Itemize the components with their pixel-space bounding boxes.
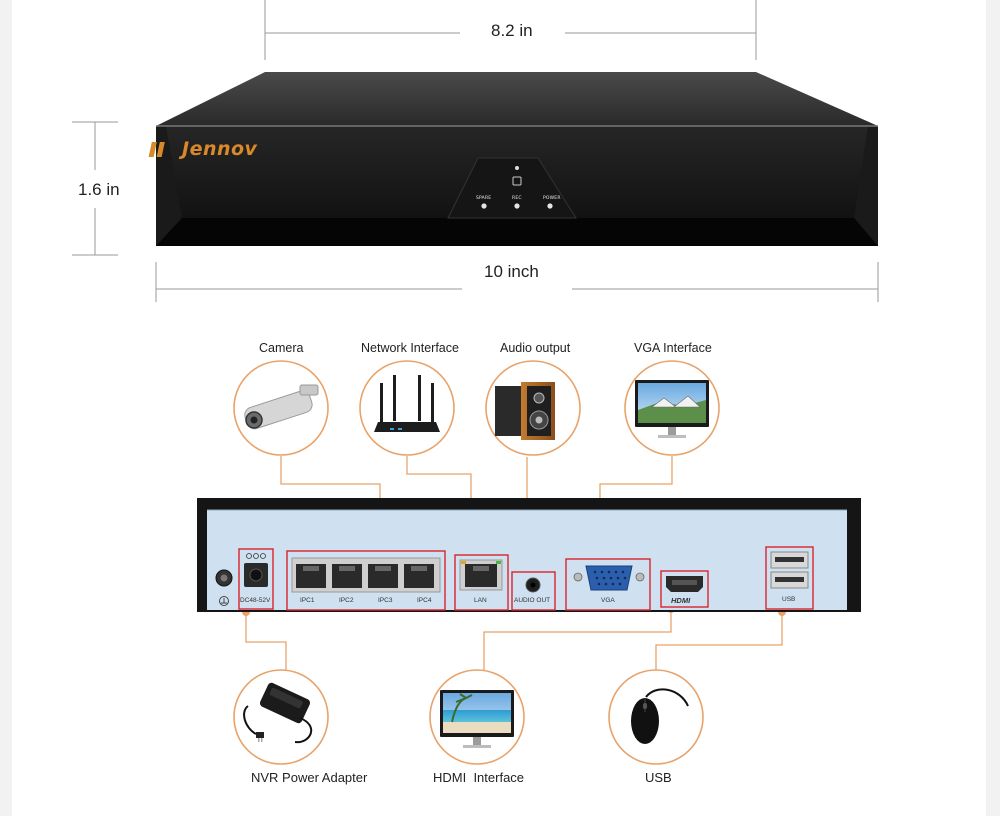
- lan-port-label: LAN: [474, 597, 487, 604]
- audio-port-label: AUDIO OUT: [514, 597, 551, 604]
- dc-jack: [238, 548, 274, 610]
- mouse-icon: [631, 688, 689, 744]
- jennov-logo-icon: [148, 142, 165, 157]
- adapter-circle: [233, 669, 329, 765]
- network-circle: [359, 360, 455, 456]
- lan-port: [454, 554, 509, 611]
- audio-circle: [485, 360, 581, 456]
- camera-circle: [233, 360, 329, 456]
- brand-logo: Jennov: [182, 138, 258, 160]
- network-interface-label: Network Interface: [361, 341, 459, 355]
- speaker-icon: [495, 382, 555, 440]
- dc-port-label: DC48-52V: [240, 597, 271, 604]
- nvr-back-panel: [197, 498, 861, 612]
- power-indicator-label: POWER: [543, 196, 561, 201]
- usb-label: USB: [645, 770, 672, 785]
- rec-indicator-label: REC: [512, 196, 522, 201]
- ipc-ports: [286, 550, 446, 611]
- audio-output-label: Audio output: [500, 341, 571, 355]
- ground-screw: [215, 569, 233, 606]
- hdmi-device-circle: [429, 669, 525, 765]
- monitor-icon: [635, 380, 709, 438]
- usb-port-label: USB: [782, 596, 796, 603]
- ipc4-label: IPC4: [417, 597, 432, 604]
- power-adapter-icon: [243, 682, 313, 744]
- width-dimension-label: 8.2 in: [491, 21, 533, 40]
- camera-label: Camera: [259, 341, 304, 355]
- camera-icon: [244, 384, 319, 430]
- router-icon: [374, 375, 440, 432]
- power-adapter-label: NVR Power Adapter: [251, 770, 368, 785]
- hdmi-port-label: HDMI: [671, 596, 691, 605]
- ipc2-label: IPC2: [339, 597, 354, 604]
- hdmi-interface-label: HDMI Interface: [433, 770, 525, 785]
- ipc1-label: IPC1: [300, 597, 315, 604]
- hdmi-port: [660, 570, 709, 608]
- usb-device-circle: [608, 669, 704, 765]
- nvr-front-view: [156, 72, 878, 246]
- ipc3-label: IPC3: [378, 597, 393, 604]
- hdmi-monitor-icon: [440, 690, 514, 748]
- usb-port: [765, 546, 814, 610]
- audio-port: [511, 571, 556, 611]
- dimension-lines: [72, 0, 879, 302]
- vga-port-label: VGA: [601, 597, 615, 604]
- vga-circle: [624, 360, 720, 456]
- vga-interface-label: VGA Interface: [634, 341, 712, 355]
- spare-indicator-label: SPARE: [476, 196, 492, 201]
- height-dimension-label: 1.6 in: [78, 180, 120, 199]
- vga-port: [565, 558, 651, 611]
- depth-dimension-label: 10 inch: [484, 262, 539, 281]
